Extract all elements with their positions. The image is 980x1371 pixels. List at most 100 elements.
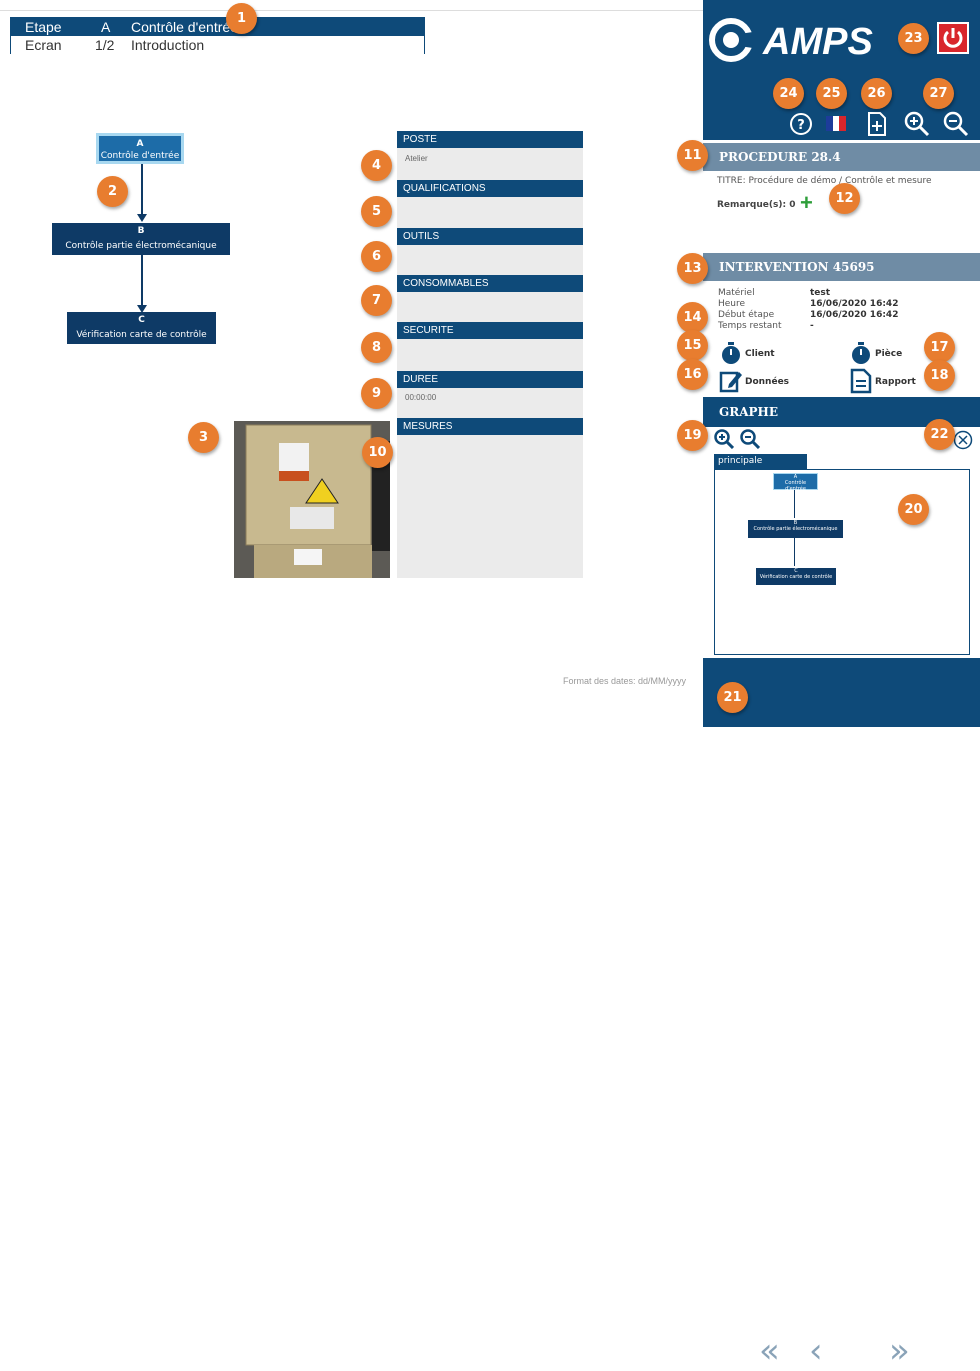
zoom-out-icon[interactable] <box>943 111 969 137</box>
graph-tab-principale[interactable]: principale procédure <box>714 454 807 481</box>
screen-code: 1/2 <box>95 37 115 53</box>
info-value: 16/06/2020 16:42 <box>810 310 899 320</box>
info-value: test <box>810 288 831 298</box>
annotation-badge: 7 <box>361 285 392 316</box>
graph-zoom-out-icon[interactable] <box>740 429 760 449</box>
poste-header: POSTE <box>397 131 583 148</box>
qualifications-header: QUALIFICATIONS <box>397 180 583 197</box>
zoom-in-icon[interactable] <box>904 111 930 137</box>
annotation-badge: 24 <box>773 78 804 109</box>
annotation-badge: 9 <box>361 378 392 409</box>
flow-node-a-label: Contrôle d'entrée <box>100 151 180 161</box>
annotation-badge: 1 <box>226 3 257 34</box>
mini-node-b-letter: B <box>793 520 798 526</box>
flow-arrow-ab <box>141 164 143 216</box>
step-row: Etape A Contrôle d'entrée <box>11 18 424 36</box>
annotation-badge: 22 <box>924 419 955 450</box>
info-key: Matériel <box>718 288 755 298</box>
top-divider <box>0 10 703 11</box>
annotation-badge: 11 <box>677 140 708 171</box>
flow-node-b-letter: B <box>137 226 145 236</box>
outils-header: OUTILS <box>397 228 583 245</box>
add-document-icon[interactable] <box>866 111 888 137</box>
remarks-count: Remarque(s): 0 <box>717 200 796 210</box>
stopwatch-icon <box>852 342 870 364</box>
flow-node-a[interactable]: A Contrôle d'entrée <box>96 133 184 164</box>
graph-zoom-in-icon[interactable] <box>714 429 734 449</box>
mini-arrow-bc <box>794 538 795 566</box>
annotation-badge: 18 <box>924 360 955 391</box>
step-label: Etape <box>25 19 62 35</box>
mesures-header: MESURES <box>397 418 583 435</box>
details-panel: POSTE Atelier QUALIFICATIONS OUTILS CONS… <box>397 131 583 578</box>
info-row-heure: Heure 16/06/2020 16:42 <box>718 299 968 310</box>
info-key: Temps restant <box>718 321 782 331</box>
annotation-badge: 8 <box>361 332 392 363</box>
step-title: Contrôle d'entrée <box>131 19 238 35</box>
help-icon[interactable]: ? <box>789 112 813 136</box>
mini-arrow-ab <box>794 490 795 518</box>
mini-node-c-letter: C <box>794 568 798 574</box>
info-key: Début étape <box>718 310 775 320</box>
mini-graph-frame: A Contrôle d'entrée B Contrôle partie él… <box>714 469 970 655</box>
graph-title[interactable]: GRAPHE <box>703 397 980 427</box>
mini-node-a[interactable]: A Contrôle d'entrée <box>773 473 818 492</box>
add-remark-button[interactable]: + <box>800 190 813 215</box>
flow-node-c[interactable]: C Vérification carte de contrôle <box>67 312 216 344</box>
annotation-badge: 27 <box>923 78 954 109</box>
flow-arrow-bc <box>141 255 143 307</box>
annotation-badge: 21 <box>717 682 748 713</box>
rapport-button[interactable]: Rapport <box>849 368 939 394</box>
step-header-table: Etape A Contrôle d'entrée Ecran 1/2 Intr… <box>10 17 425 54</box>
flow-arrowhead-bc <box>137 305 147 313</box>
consommables-header: CONSOMMABLES <box>397 275 583 292</box>
mini-node-b[interactable]: B Contrôle partie électromécanique <box>748 520 843 538</box>
info-value: - <box>810 321 814 331</box>
flow-node-b[interactable]: B Contrôle partie électromécanique <box>52 223 230 255</box>
flow-node-b-label: Contrôle partie électromécanique <box>65 241 217 251</box>
stopwatch-icon <box>722 342 740 364</box>
intervention-title: INTERVENTION 45695 <box>703 253 980 281</box>
mini-node-b-label: Contrôle partie électromécanique <box>753 526 838 532</box>
duree-value: 00:00:00 <box>405 393 437 402</box>
screen-label: Ecran <box>25 37 62 53</box>
first-page-icon[interactable]: « <box>759 1331 780 1371</box>
screen-title: Introduction <box>131 37 205 53</box>
svg-text:?: ? <box>797 118 805 133</box>
annotation-badge: 4 <box>361 150 392 181</box>
piece-timer-button[interactable]: Pièce <box>849 341 929 365</box>
fit-view-icon[interactable] <box>953 430 973 450</box>
annotation-badge: 17 <box>924 332 955 363</box>
edit-icon <box>719 371 742 393</box>
power-button[interactable] <box>937 22 969 54</box>
mini-node-a-label: Contrôle d'entrée <box>784 480 807 492</box>
info-row-temps-restant: Temps restant - <box>718 321 968 332</box>
annotation-badge: 6 <box>361 241 392 272</box>
procedure-title: PROCEDURE 28.4 <box>703 143 980 171</box>
annotation-badge: 2 <box>97 176 128 207</box>
client-label: Client <box>745 349 775 359</box>
flow-arrowhead-ab <box>137 214 147 222</box>
annotation-badge: 13 <box>677 253 708 284</box>
next-page-icon[interactable]: › <box>853 1331 867 1371</box>
french-flag-icon[interactable] <box>826 116 846 131</box>
piece-label: Pièce <box>875 349 903 359</box>
annotation-badge: 14 <box>677 302 708 333</box>
last-page-icon[interactable]: » <box>889 1331 910 1371</box>
annotation-badge: 25 <box>816 78 847 109</box>
amps-logo: AMPS <box>709 18 873 62</box>
duree-header: DUREE <box>397 371 583 388</box>
annotation-badge: 10 <box>362 437 393 468</box>
client-timer-button[interactable]: Client <box>719 341 799 365</box>
annotation-badge: 26 <box>861 78 892 109</box>
annotation-badge: 5 <box>361 196 392 227</box>
info-row-debut-etape: Début étape 16/06/2020 16:42 <box>718 310 968 321</box>
mini-node-c[interactable]: C Vérification carte de contrôle <box>756 568 836 585</box>
previous-page-icon[interactable]: ‹ <box>809 1331 823 1371</box>
annotation-badge: 23 <box>898 23 929 54</box>
info-value: 16/06/2020 16:42 <box>810 299 899 309</box>
date-format-note: Format des dates: dd/MM/yyyy <box>563 676 687 686</box>
donnees-button[interactable]: Données <box>719 368 809 394</box>
flow-node-c-label: Vérification carte de contrôle <box>76 330 207 340</box>
right-panel-header: AMPS ? <box>703 0 980 140</box>
